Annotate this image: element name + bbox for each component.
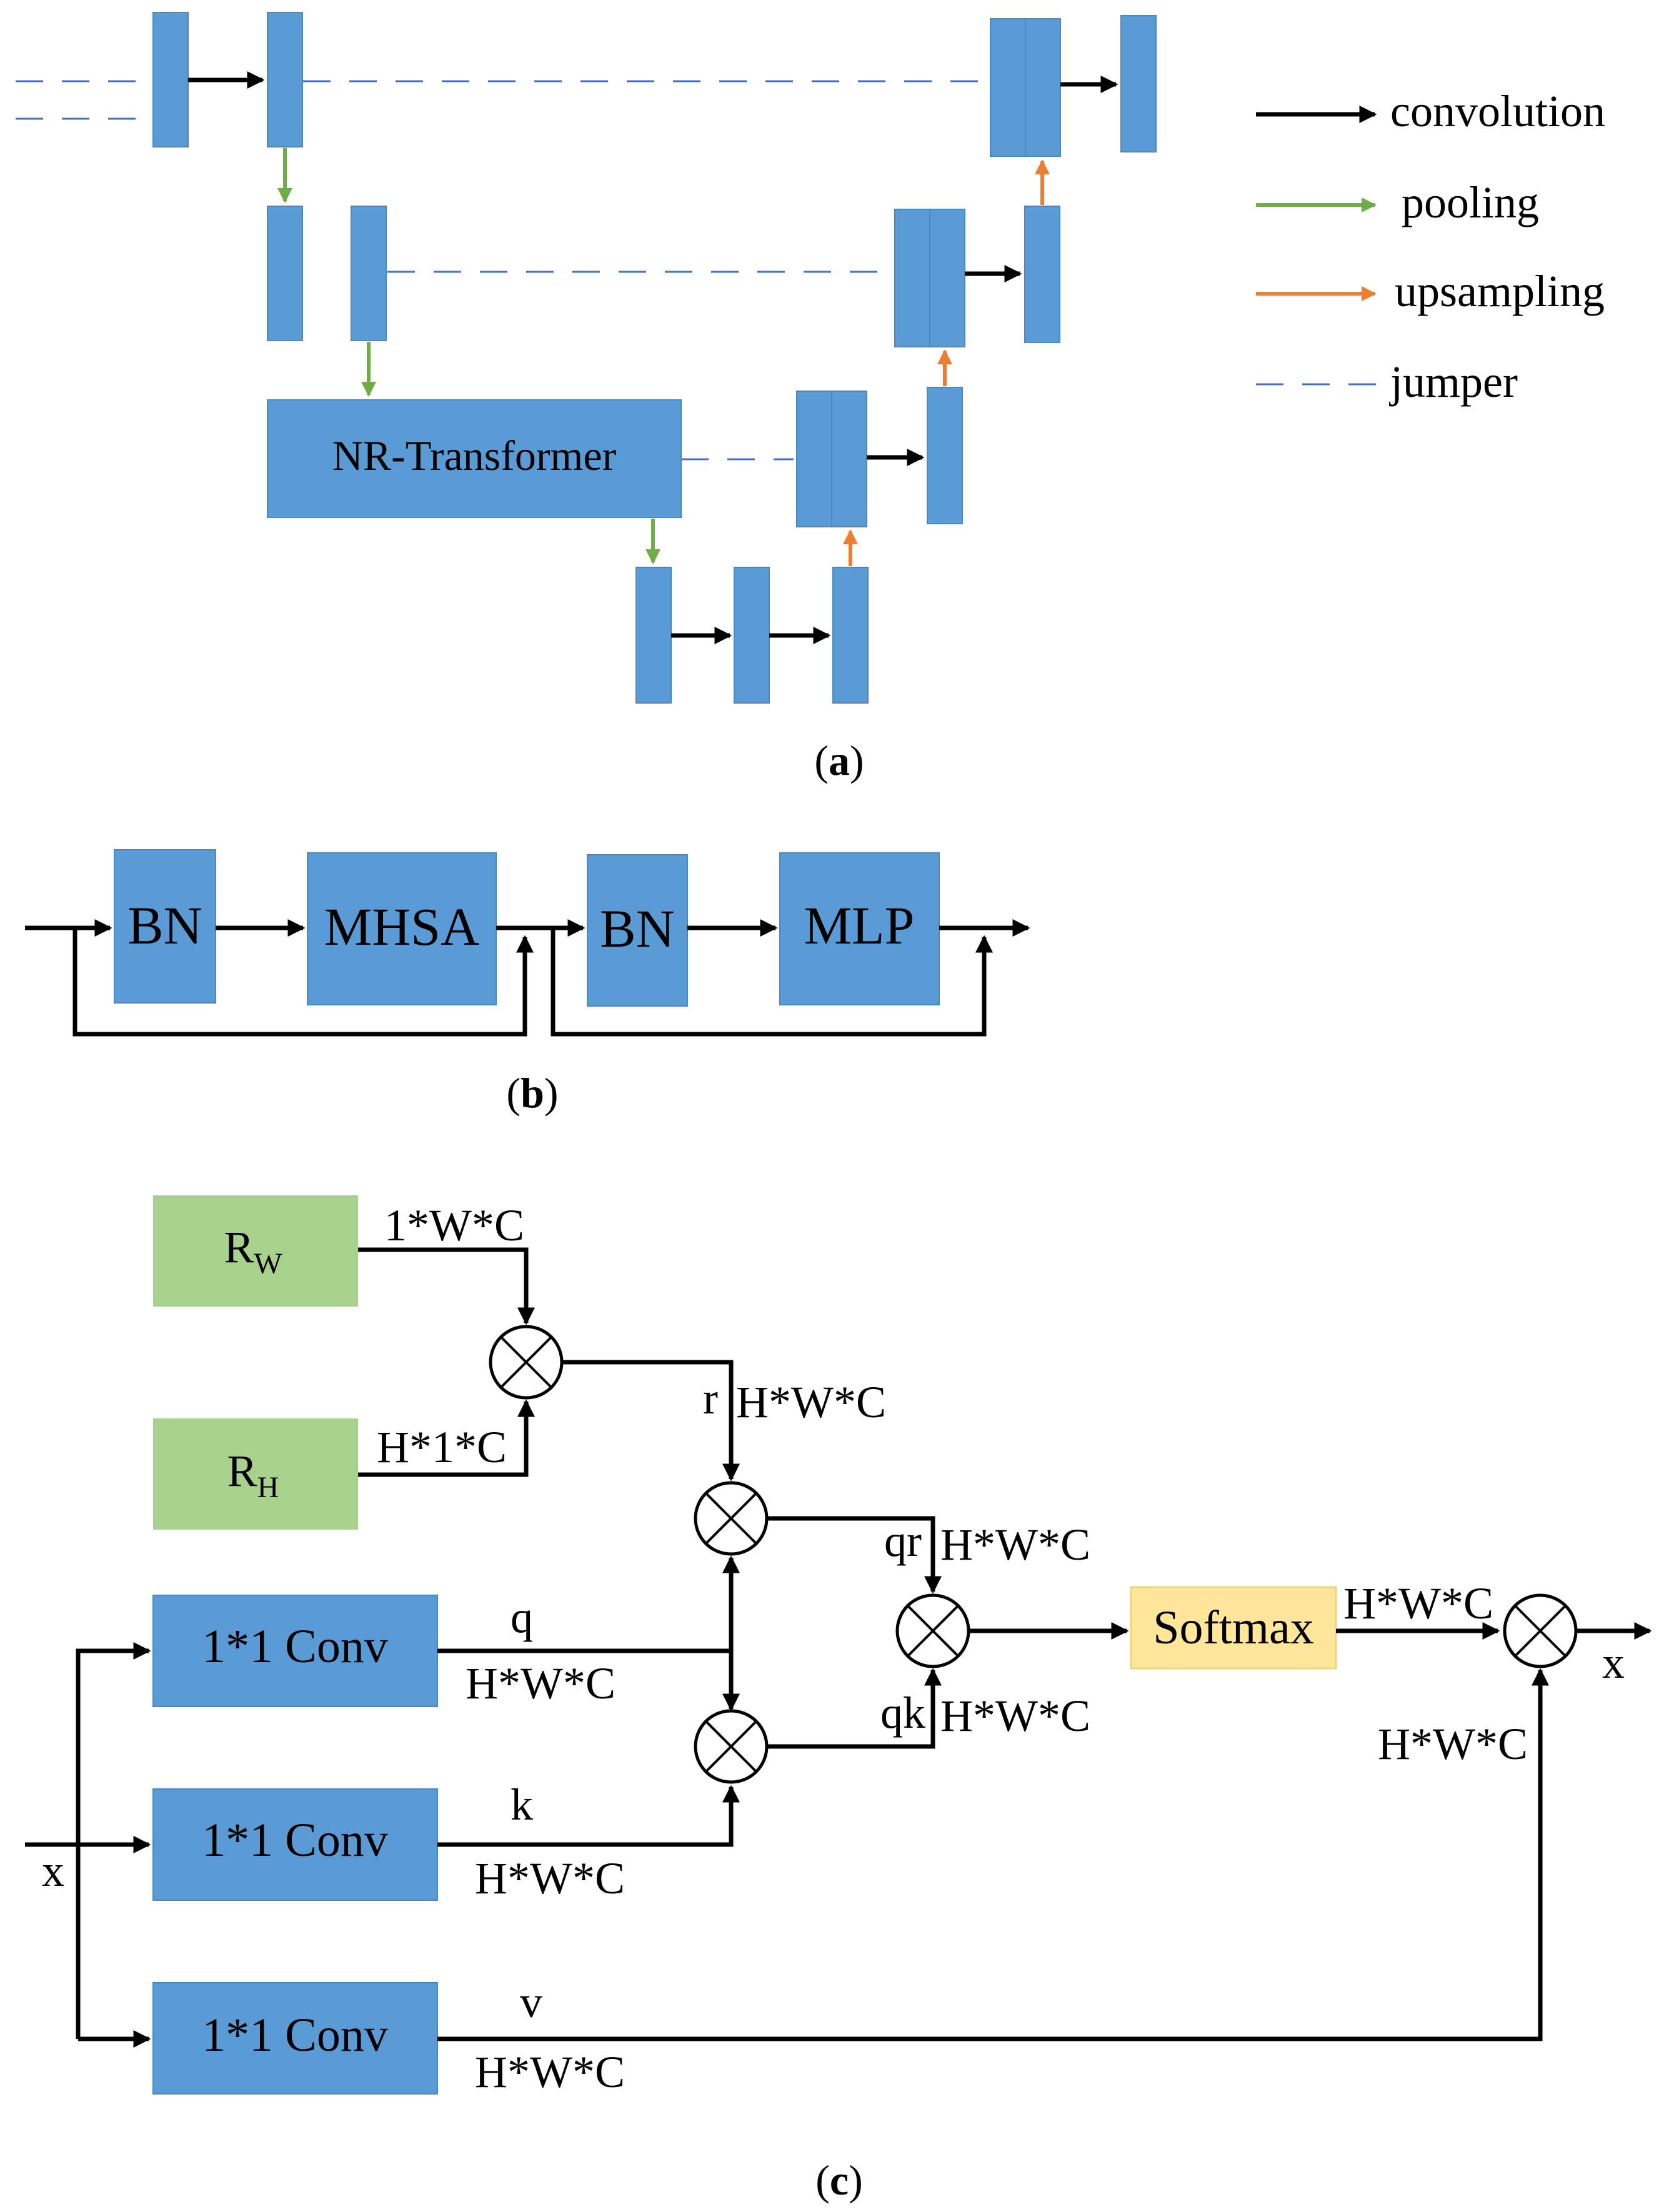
panel-b: BN MHSA BN MLP (b) bbox=[25, 849, 1030, 1117]
mlp-block bbox=[779, 852, 940, 1005]
residual-connection bbox=[72, 928, 534, 1037]
rh-label: RH bbox=[227, 1446, 279, 1504]
caption-a-letter: a bbox=[829, 737, 850, 784]
qk-arrow bbox=[767, 1668, 942, 1749]
k-to-mult bbox=[437, 1785, 740, 1847]
rw-block bbox=[153, 1195, 358, 1307]
multiply-node bbox=[694, 1481, 769, 1556]
feature-block bbox=[267, 206, 303, 341]
nr-transformer-block bbox=[267, 399, 682, 518]
mhsa-block bbox=[307, 852, 497, 1005]
rw-label: RW bbox=[224, 1222, 282, 1280]
caption-c-letter: c bbox=[830, 2156, 849, 2204]
feature-block bbox=[152, 12, 189, 147]
qk-dim-label: H*W*C bbox=[940, 1691, 1090, 1741]
conv-q-block bbox=[152, 1595, 438, 1707]
softmax-dim-label: H*W*C bbox=[1343, 1578, 1493, 1628]
r-arrow bbox=[562, 1360, 740, 1482]
k-dim-label: H*W*C bbox=[475, 1853, 625, 1903]
feature-block bbox=[927, 387, 963, 524]
feature-block bbox=[929, 209, 965, 347]
q-dim-label: H*W*C bbox=[466, 1658, 615, 1708]
bn-block-1 bbox=[114, 849, 216, 1004]
bn-block-2 bbox=[587, 854, 688, 1007]
feature-block bbox=[832, 567, 869, 704]
rw-dim-label: 1*W*C bbox=[384, 1200, 524, 1250]
bn-label-1: BN bbox=[127, 895, 202, 955]
feature-block bbox=[734, 567, 770, 704]
caption-b: (b) bbox=[506, 1069, 558, 1117]
feature-block bbox=[1024, 206, 1060, 343]
qk-label: qk bbox=[880, 1688, 925, 1738]
conv-k-label: 1*1 Conv bbox=[202, 1814, 388, 1866]
feature-block bbox=[351, 206, 387, 341]
caption-b-letter: b bbox=[521, 1069, 544, 1117]
residual-connection bbox=[551, 928, 993, 1037]
feature-block bbox=[1025, 18, 1061, 157]
multiply-node bbox=[489, 1325, 564, 1400]
mlp-label: MLP bbox=[804, 895, 915, 955]
v-label: v bbox=[520, 1977, 542, 2027]
conv-v-label: 1*1 Conv bbox=[202, 2009, 388, 2061]
mhsa-label: MHSA bbox=[324, 897, 480, 957]
q-label: q bbox=[511, 1592, 533, 1642]
feature-block bbox=[990, 18, 1026, 157]
feature-block bbox=[267, 12, 303, 147]
nr-transformer-label: NR-Transformer bbox=[332, 432, 617, 479]
conv-k-block bbox=[152, 1788, 438, 1901]
conv-v-block bbox=[152, 1982, 438, 2095]
feature-block bbox=[894, 209, 930, 347]
panel-c: RW RH 1*1 Conv 1*1 Conv 1*1 Conv Softmax… bbox=[25, 1195, 1652, 2204]
v-to-mult bbox=[437, 1668, 1549, 2041]
v-dim-label-right: H*W*C bbox=[1378, 1719, 1528, 1769]
input-x-label: x bbox=[42, 1846, 64, 1896]
multiply-node bbox=[694, 1709, 769, 1784]
rh-block bbox=[153, 1418, 358, 1530]
bn-label-2: BN bbox=[600, 899, 674, 959]
qr-label: qr bbox=[884, 1516, 922, 1566]
v-dim-label: H*W*C bbox=[475, 2047, 625, 2097]
legend-convolution-label: convolution bbox=[1390, 86, 1605, 136]
r-dim-label: H*W*C bbox=[736, 1377, 886, 1427]
feature-block bbox=[831, 391, 867, 527]
legend-pooling-label: pooling bbox=[1402, 177, 1539, 227]
input-branch-q bbox=[76, 1642, 151, 2039]
k-label: k bbox=[511, 1780, 533, 1830]
multiply-node bbox=[1503, 1593, 1578, 1668]
multiply-node bbox=[895, 1593, 970, 1668]
rh-to-mult bbox=[358, 1399, 535, 1477]
output-x-label: x bbox=[1602, 1638, 1625, 1688]
caption-a: (a) bbox=[814, 737, 864, 784]
rw-to-mult bbox=[358, 1247, 535, 1325]
qr-dim-label: H*W*C bbox=[940, 1520, 1090, 1570]
rh-dim-label: H*1*C bbox=[377, 1422, 507, 1472]
feature-block bbox=[1120, 15, 1157, 152]
qr-arrow bbox=[767, 1516, 942, 1594]
softmax-label: Softmax bbox=[1153, 1602, 1314, 1654]
softmax-block bbox=[1130, 1586, 1337, 1670]
feature-block bbox=[635, 567, 672, 704]
conv-q-label: 1*1 Conv bbox=[202, 1620, 388, 1673]
legend: convolution pooling upsampling jumper bbox=[1256, 86, 1605, 407]
panel-a: NR-Transformer convolution pooling bbox=[16, 12, 1605, 784]
caption-c: (c) bbox=[815, 2156, 863, 2204]
legend-jumper-label: jumper bbox=[1388, 357, 1518, 407]
legend-upsampling-label: upsampling bbox=[1395, 266, 1605, 316]
feature-block bbox=[796, 391, 832, 527]
r-label: r bbox=[703, 1373, 718, 1423]
